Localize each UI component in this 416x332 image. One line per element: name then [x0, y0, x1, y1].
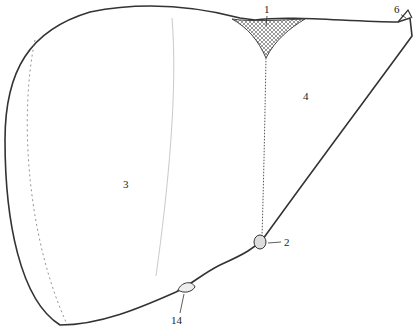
lobe-dotted-line: [27, 40, 66, 322]
callout-number: 6: [393, 3, 401, 15]
callout-number: 14: [170, 314, 183, 326]
callout-number: 1: [263, 3, 271, 15]
callout-number: 4: [302, 90, 310, 102]
round-ligament-notch: [254, 235, 266, 249]
gallbladder-notch: [178, 283, 195, 292]
leader-lines: [180, 14, 406, 313]
callout-number: 3: [122, 178, 130, 190]
falciform-ligament: [262, 58, 266, 236]
liver-outline: [5, 6, 412, 325]
coronary-ligament-triangle: [232, 19, 305, 58]
lobe-faint-line: [156, 18, 174, 276]
callout-number: 2: [283, 236, 291, 248]
